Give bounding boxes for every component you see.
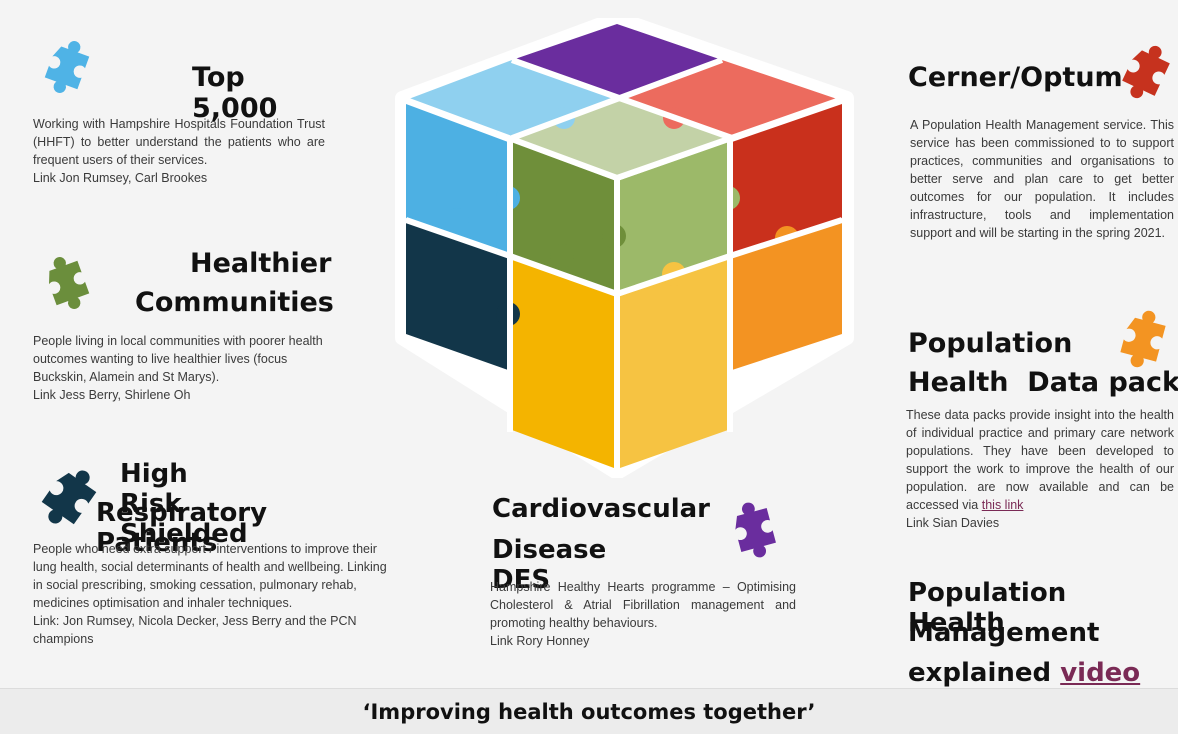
cardio-title-line2: Disease DES bbox=[492, 535, 607, 595]
puzzle-piece-shape bbox=[48, 256, 90, 310]
cube-right-top-front-piece bbox=[620, 142, 728, 292]
video-title-line1: Population Health bbox=[908, 578, 1067, 638]
cube-right-bottom-back-piece bbox=[732, 222, 842, 370]
data-packs-title-line2: Health Data packs bbox=[908, 367, 1178, 398]
cerner-description: A Population Health Management service. … bbox=[910, 118, 1174, 240]
cube-right-bottom-front-piece bbox=[620, 258, 728, 468]
cardio-description: Hampshire Healthy Hearts programme – Opt… bbox=[490, 580, 796, 630]
footer-tagline: ‘Improving health outcomes together’ bbox=[362, 699, 816, 724]
cube-left-top-front-piece bbox=[512, 142, 614, 292]
data-packs-title-line1: Population bbox=[908, 328, 1073, 359]
cardio-body: Hampshire Healthy Hearts programme – Opt… bbox=[490, 578, 796, 650]
cube-top-back-piece bbox=[512, 24, 722, 98]
top5000-title: Top 5,000 bbox=[192, 62, 278, 124]
data-packs-description-text: These data packs provide insight into th… bbox=[906, 408, 1174, 512]
healthier-title-line1: Healthier bbox=[190, 248, 332, 279]
high-risk-body: People who need extra support / interven… bbox=[33, 540, 393, 648]
puzzle-piece-purple-icon bbox=[735, 502, 776, 558]
healthier-description: People living in local communities with … bbox=[33, 334, 323, 384]
cardio-contact: Link Rory Honney bbox=[490, 634, 590, 648]
puzzle-piece-light-blue-icon bbox=[44, 40, 90, 94]
high-risk-description: People who need extra support / interven… bbox=[33, 542, 387, 610]
cube-right-top-back-piece bbox=[732, 104, 842, 254]
puzzle-piece-shape bbox=[1122, 45, 1170, 99]
high-risk-contact: Link: Jon Rumsey, Nicola Decker, Jess Be… bbox=[33, 614, 357, 646]
video-link[interactable]: video bbox=[1060, 658, 1141, 688]
this-link[interactable]: this link bbox=[981, 498, 1024, 512]
puzzle-piece-olive-green-icon bbox=[48, 256, 90, 310]
high-risk-title-line2: Respiratory Patients bbox=[96, 498, 268, 558]
puzzle-piece-shape bbox=[41, 470, 97, 525]
video-title-line3: explained video bbox=[908, 658, 1140, 688]
puzzle-piece-red-icon bbox=[1122, 45, 1170, 99]
top5000-description: Working with Hampshire Hospitals Foundat… bbox=[33, 117, 325, 167]
data-packs-body: These data packs provide insight into th… bbox=[906, 406, 1174, 532]
cube-left-bottom-back-piece bbox=[406, 222, 508, 370]
puzzle-cube-illustration bbox=[395, 18, 854, 478]
data-packs-description: These data packs provide insight into th… bbox=[906, 406, 1174, 514]
puzzle-piece-shape bbox=[1120, 310, 1166, 368]
video-title-line2: Management bbox=[908, 618, 1100, 648]
video-prefix: explained bbox=[908, 658, 1061, 688]
healthier-body: People living in local communities with … bbox=[33, 332, 333, 404]
puzzle-piece-dark-navy-icon bbox=[41, 470, 97, 525]
puzzle-piece-shape bbox=[735, 502, 776, 558]
healthier-title-line2: Communities bbox=[135, 287, 334, 318]
top5000-contact: Link Jon Rumsey, Carl Brookes bbox=[33, 171, 208, 185]
high-risk-title-line1: High Risk Shielded bbox=[120, 459, 248, 549]
cerner-body: A Population Health Management service. … bbox=[910, 116, 1174, 242]
data-packs-contact: Link Sian Davies bbox=[906, 516, 1000, 530]
cube-left-top-back-piece bbox=[406, 104, 508, 254]
cerner-title: Cerner/Optum bbox=[908, 62, 1123, 93]
footer-tagline-bar: ‘Improving health outcomes together’ bbox=[0, 688, 1178, 734]
puzzle-piece-shape bbox=[44, 40, 90, 94]
puzzle-piece-orange-icon bbox=[1120, 310, 1166, 368]
top5000-body: Working with Hampshire Hospitals Foundat… bbox=[33, 115, 325, 187]
healthier-contact: Link Jess Berry, Shirlene Oh bbox=[33, 388, 191, 402]
cardio-title-line1: Cardiovascular bbox=[492, 494, 711, 524]
